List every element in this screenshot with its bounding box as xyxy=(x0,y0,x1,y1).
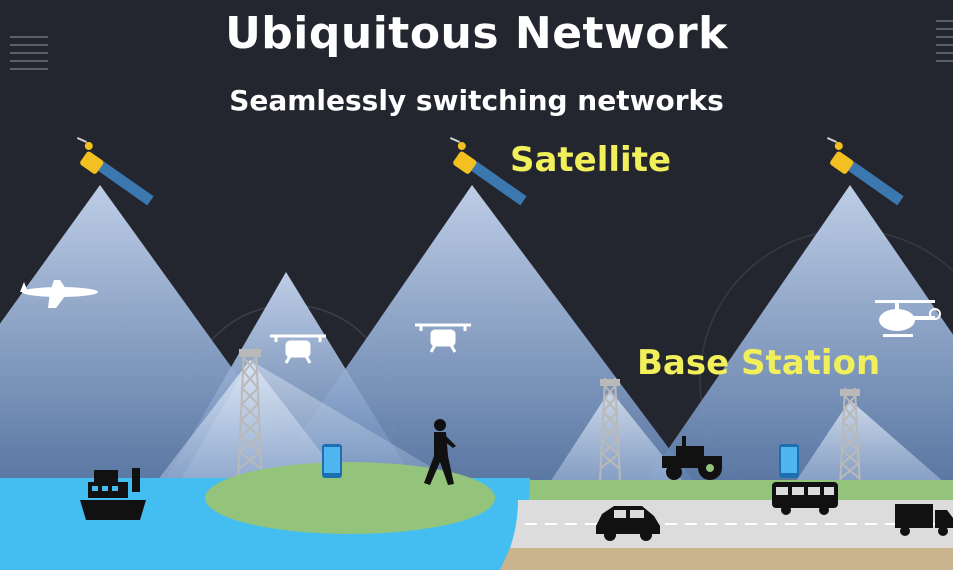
page-subtitle: Seamlessly switching networks xyxy=(229,84,724,117)
ship-icon xyxy=(80,468,146,520)
bus-icon xyxy=(772,482,838,515)
decorative-dots-left xyxy=(10,36,48,70)
truck-icon xyxy=(895,504,953,536)
satellite-label: Satellite xyxy=(510,140,672,180)
satellite-icon xyxy=(826,137,904,206)
base-station-label: Base Station xyxy=(637,343,881,383)
smartphone-icon xyxy=(322,444,342,478)
tower-beam-right xyxy=(790,400,953,490)
smartphone-icon xyxy=(779,444,799,478)
helicopter-icon xyxy=(875,300,941,337)
satellite-beam-right xyxy=(640,185,953,490)
cell-tower-icon xyxy=(237,347,263,481)
page-title: Ubiquitous Network xyxy=(225,8,728,59)
decorative-dots-right xyxy=(936,20,953,62)
drone-icon xyxy=(270,334,326,364)
pedestrian-icon xyxy=(424,419,456,485)
airplane-icon xyxy=(20,280,98,308)
satellite-icon xyxy=(449,137,527,206)
cell-tower-icon xyxy=(599,377,621,481)
tractor-icon xyxy=(662,436,722,480)
cell-tower-icon xyxy=(839,387,861,489)
sidewalk xyxy=(500,548,953,570)
island xyxy=(205,462,495,534)
tower-beam-left-wide xyxy=(175,360,470,490)
satellite-icon xyxy=(76,137,154,206)
car-icon xyxy=(596,506,660,541)
drone-icon xyxy=(415,323,471,353)
